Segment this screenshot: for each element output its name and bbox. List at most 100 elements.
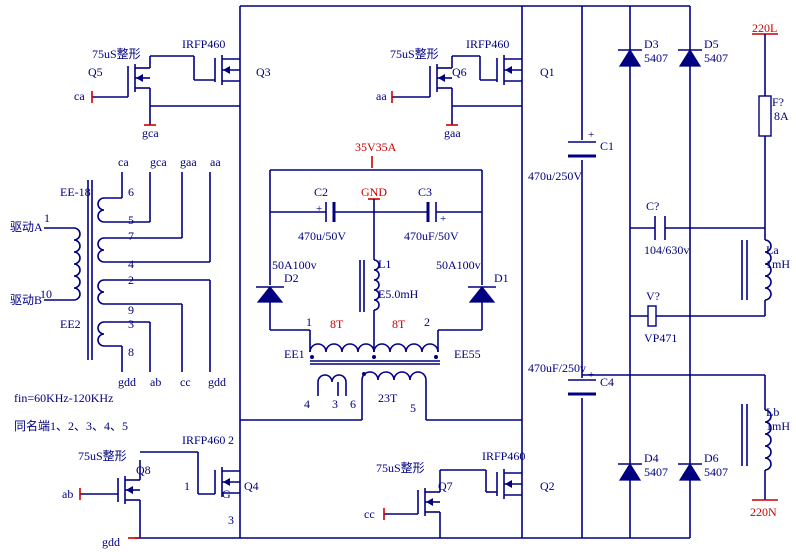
- d4-label: D4: [644, 451, 659, 465]
- la-value: 1mH: [766, 257, 790, 271]
- ee2-label: EE2: [60, 317, 81, 331]
- q3-label: Q3: [256, 65, 271, 79]
- cc-input-label: cc: [364, 507, 375, 521]
- q7-note: 75uS整形: [376, 460, 425, 475]
- t8b-label: 8T: [392, 317, 406, 331]
- sec-gdd2: gdd: [208, 375, 226, 389]
- gaa-label: gaa: [444, 126, 461, 140]
- l1-label: L1: [378, 257, 391, 271]
- q4-label: Q4: [244, 479, 259, 493]
- drive-a-label: 驱动A: [10, 220, 43, 234]
- pin-8: 8: [128, 345, 134, 359]
- sec-gaa: gaa: [180, 155, 197, 169]
- main-wiring: [135, 5, 765, 539]
- fin-note: fin=60KHz-120KHz: [14, 391, 113, 405]
- ac-input: 220L F? 8A La 1mH Lb 1mH 220N: [690, 21, 790, 519]
- svg-text:+: +: [588, 129, 594, 141]
- d3-label: D3: [644, 37, 659, 51]
- pin10-label: 10: [40, 287, 52, 301]
- ee55-label: EE55: [454, 347, 481, 361]
- diode-bridge: D3 5407 D5 5407 D4 5407 D6 5407 C? 104/6…: [618, 37, 728, 481]
- c3-label: C3: [418, 185, 432, 199]
- d4-value: 5407: [644, 465, 668, 479]
- pin-3: 3: [128, 317, 134, 331]
- d1-label: D1: [494, 271, 509, 285]
- gnd-label: GND: [361, 185, 387, 199]
- t8a-label: 8T: [330, 317, 344, 331]
- t6-pin: 6: [350, 397, 356, 411]
- q3-type: IRFP460: [182, 37, 225, 51]
- pin-6: 6: [128, 185, 134, 199]
- c4-label: C4: [600, 375, 614, 389]
- q4-drain-pin: 2: [228, 433, 234, 447]
- pin-9: 9: [128, 303, 134, 317]
- q5-note: 75uS整形: [92, 46, 141, 61]
- la-label: La: [766, 243, 779, 257]
- svg-text:+: +: [316, 203, 322, 215]
- q4-source-pin: 3: [228, 513, 234, 527]
- q4-input-pin: 1: [184, 479, 190, 493]
- pin1-label: 1: [44, 211, 50, 225]
- lb-label: Lb: [766, 405, 779, 419]
- sec-gca: gca: [150, 155, 167, 169]
- svg-text:+: +: [588, 369, 594, 381]
- sec-ca: ca: [118, 155, 129, 169]
- c3-value: 470uF/50V: [404, 229, 459, 243]
- d5-value: 5407: [704, 51, 728, 65]
- c1-label: C1: [600, 139, 614, 153]
- q1-mosfet-group: 75uS整形 Q6 IRFP460 Q1 aa gaa: [376, 37, 555, 140]
- d3-value: 5407: [644, 51, 668, 65]
- drive-b-label: 驱动B: [10, 293, 42, 307]
- drive-transformer: EE-18 EE2 驱动A 1 驱动B 10 ca gca gaa aa 6 5…: [10, 155, 226, 433]
- gca-label: gca: [142, 126, 159, 140]
- c2-label: C2: [314, 185, 328, 199]
- fuse-value: 8A: [774, 109, 789, 123]
- d6-value: 5407: [704, 465, 728, 479]
- q8-label: Q8: [136, 463, 151, 477]
- l1-value: E5.0mH: [378, 287, 419, 301]
- l220-label: 220L: [752, 21, 777, 35]
- q1-label: Q1: [540, 65, 555, 79]
- lb-value: 1mH: [766, 419, 790, 433]
- q4-mosfet-group: 75uS整形 Q8 IRFP460 Q4 G 2 3 1 ab gdd: [62, 433, 259, 549]
- fuse-label: F?: [772, 95, 784, 109]
- ee18-label: EE-18: [60, 185, 91, 199]
- c2-value: 470u/50V: [298, 229, 346, 243]
- q5-label: Q5: [88, 65, 103, 79]
- c1-value: 470u/250V: [528, 169, 582, 183]
- t23-label: 23T: [378, 391, 398, 405]
- sec-cc: cc: [180, 375, 191, 389]
- c4-value: 470uF/250v: [528, 361, 586, 375]
- q1-type: IRFP460: [466, 37, 509, 51]
- cq-value: 104/630v: [644, 243, 689, 257]
- d1-value: 50A100v: [436, 258, 481, 272]
- q2-mosfet-group: 75uS整形 Q7 IRFP460 Q2 cc: [364, 449, 555, 538]
- svg-text:+: +: [440, 213, 446, 225]
- cq-label: C?: [646, 199, 659, 213]
- t1-pin: 1: [306, 315, 312, 329]
- aa-input-label: aa: [376, 89, 387, 103]
- q3-mosfet-group: 75uS整形 Q5 IRFP460 Q3 ca gca: [74, 37, 271, 140]
- t4-pin: 4: [304, 397, 310, 411]
- q4-gate-mark: G: [222, 487, 231, 501]
- sec-aa: aa: [210, 155, 221, 169]
- q6-note: 75uS整形: [390, 46, 439, 61]
- t5-pin: 5: [410, 401, 416, 415]
- q6-label: Q6: [452, 65, 467, 79]
- n220-label: 220N: [750, 505, 777, 519]
- pin-4: 4: [128, 257, 134, 271]
- pin-7: 7: [128, 229, 134, 243]
- secondary-rectifier: 35V35A GND C2 + 470u/50V C3 + 470uF/50V …: [240, 140, 522, 421]
- ab-input-label: ab: [62, 487, 73, 501]
- gdd-label: gdd: [102, 535, 120, 549]
- q4-type: IRFP460: [182, 433, 225, 447]
- same-end-note: 同名端1、2、3、4、5: [14, 418, 128, 433]
- q2-label: Q2: [540, 479, 555, 493]
- d2-label: D2: [284, 271, 299, 285]
- d5-label: D5: [704, 37, 719, 51]
- ee1-label: EE1: [284, 347, 305, 361]
- v35-label: 35V35A: [355, 140, 397, 154]
- ca-input-label: ca: [74, 89, 85, 103]
- d2-value: 50A100v: [272, 258, 317, 272]
